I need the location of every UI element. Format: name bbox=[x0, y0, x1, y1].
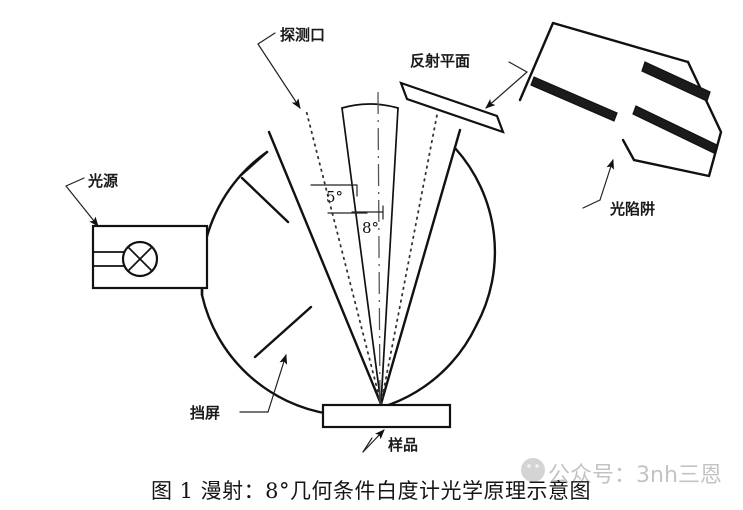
integrating-sphere bbox=[200, 146, 497, 416]
angle-label-5deg: 5° bbox=[326, 188, 343, 206]
label-light-source: 光源 bbox=[87, 172, 118, 190]
angle-label-8deg: 8° bbox=[362, 219, 379, 237]
leader-detection-port bbox=[257, 32, 301, 109]
leader-reflecting-plane bbox=[485, 61, 528, 109]
optical-axis bbox=[377, 91, 381, 405]
specular-cone bbox=[267, 128, 462, 406]
leader-baffle bbox=[239, 354, 288, 413]
leader-sample bbox=[362, 429, 385, 453]
leader-light-source bbox=[65, 177, 99, 227]
baffle-lower bbox=[253, 305, 313, 359]
light-source-housing bbox=[91, 224, 209, 290]
leader-light-trap bbox=[582, 159, 615, 209]
dotted-ray-left bbox=[305, 109, 382, 405]
angle-marker-5deg: 5° bbox=[310, 184, 368, 214]
light-trap-enclosure bbox=[518, 21, 723, 178]
reflecting-plane-mirror bbox=[399, 81, 505, 134]
lamp-symbol bbox=[121, 240, 159, 278]
angle-marker-8deg: 8° bbox=[351, 205, 384, 237]
sample-plate bbox=[321, 403, 452, 429]
label-detection-port: 探测口 bbox=[280, 26, 325, 44]
label-light-trap: 光陷阱 bbox=[609, 200, 655, 218]
detection-cone bbox=[341, 103, 399, 405]
figure-caption: 图 1 漫射：8°几何条件白度计光学原理示意图 bbox=[151, 479, 591, 503]
label-baffle: 挡屏 bbox=[190, 404, 220, 422]
baffle-upper bbox=[240, 176, 290, 224]
watermark-text: 公众号：3nh三恩 bbox=[548, 463, 722, 488]
label-sample: 样品 bbox=[388, 436, 418, 454]
label-reflecting-plane: 反射平面 bbox=[410, 52, 470, 70]
watermark: 公众号：3nh三恩 bbox=[521, 458, 722, 488]
